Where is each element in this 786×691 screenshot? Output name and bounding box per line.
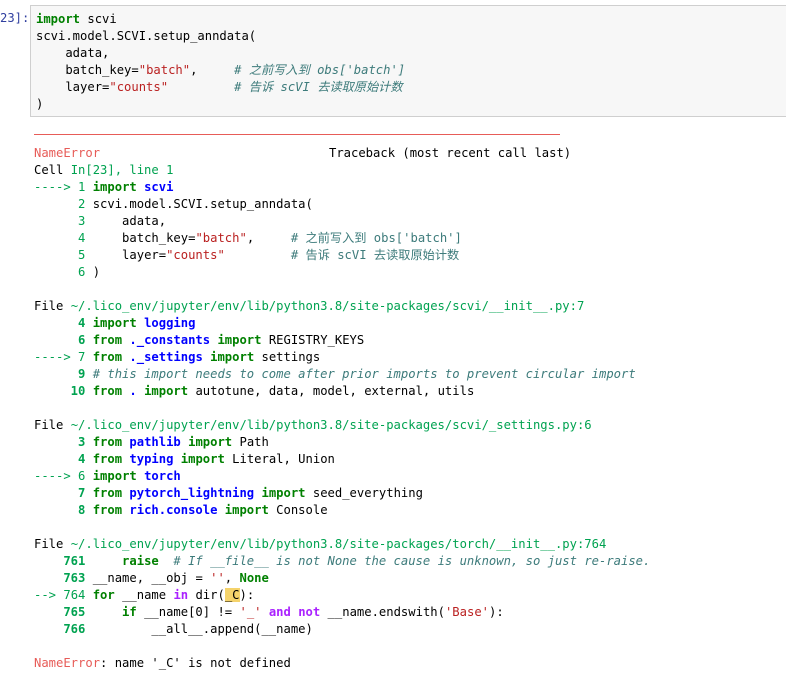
tb4-line-765: 765 if __name[0] != '_' and not __name.e… xyxy=(34,605,504,619)
traceback-header: Traceback (most recent call last) xyxy=(329,146,572,160)
code-line-3: adata, xyxy=(36,46,110,60)
tb-line-3: 3 adata, xyxy=(34,214,167,228)
tb3-line-3: 3 from pathlib import Path xyxy=(34,435,269,449)
tb4-line-764: --> 764 for __name in dir(_C): xyxy=(34,588,255,602)
code-line-1: import scvi xyxy=(36,12,117,26)
tb2-line-9: 9 # this import needs to come after prio… xyxy=(34,367,636,381)
cell-reference: Cell In[23], line 1 xyxy=(34,163,174,177)
code-line-4: batch_key="batch", # 之前写入到 obs['batch'] xyxy=(36,63,406,77)
error-message: NameError: name '_C' is not defined xyxy=(34,656,291,670)
tb2-line-10: 10 from . import autotune, data, model, … xyxy=(34,384,475,398)
tb-line-4: 4 batch_key="batch", # 之前写入到 obs['batch'… xyxy=(34,231,462,245)
file-path-scvi-init[interactable]: File ~/.lico_env/jupyter/env/lib/python3… xyxy=(34,299,585,313)
tb3-line-6: ----> 6 import torch xyxy=(34,469,181,483)
tb4-line-761: 761 raise # If __file__ is not None the … xyxy=(34,554,651,568)
tb4-line-766: 766 __all__.append(__name) xyxy=(34,622,313,636)
tb3-line-7: 7 from pytorch_lightning import seed_eve… xyxy=(34,486,423,500)
tb-line-2: 2 scvi.model.SCVI.setup_anndata( xyxy=(34,197,313,211)
tb3-line-4: 4 from typing import Literal, Union xyxy=(34,452,335,466)
tb2-line-7: ----> 7 from ._settings import settings xyxy=(34,350,321,364)
tb-line-5: 5 layer="counts" # 告诉 scVI 去读取原始计数 xyxy=(34,248,460,262)
traceback-header-line: NameError xyxy=(34,146,101,160)
code-line-5: layer="counts" # 告诉 scVI 去读取原始计数 xyxy=(36,80,403,94)
tb3-line-8: 8 from rich.console import Console xyxy=(34,503,328,517)
tb-line-6: 6 ) xyxy=(34,265,101,279)
code-line-6: ) xyxy=(36,97,44,111)
error-highlight: _C xyxy=(224,588,240,602)
tb-line-1: ----> 1 import scvi xyxy=(34,180,174,194)
tb2-line-6: 6 from ._constants import REGISTRY_KEYS xyxy=(34,333,365,347)
code-input-cell[interactable]: import scvi scvi.model.SCVI.setup_anndat… xyxy=(30,5,786,117)
file-path-scvi-settings[interactable]: File ~/.lico_env/jupyter/env/lib/python3… xyxy=(34,418,592,432)
error-separator xyxy=(34,134,560,135)
code-line-2: scvi.model.SCVI.setup_anndata( xyxy=(36,29,257,43)
cell-prompt: 23]: xyxy=(0,11,30,25)
tb2-line-4: 4 import logging xyxy=(34,316,196,330)
tb4-line-763: 763 __name, __obj = '', None xyxy=(34,571,269,585)
file-path-torch-init[interactable]: File ~/.lico_env/jupyter/env/lib/python3… xyxy=(34,537,607,551)
